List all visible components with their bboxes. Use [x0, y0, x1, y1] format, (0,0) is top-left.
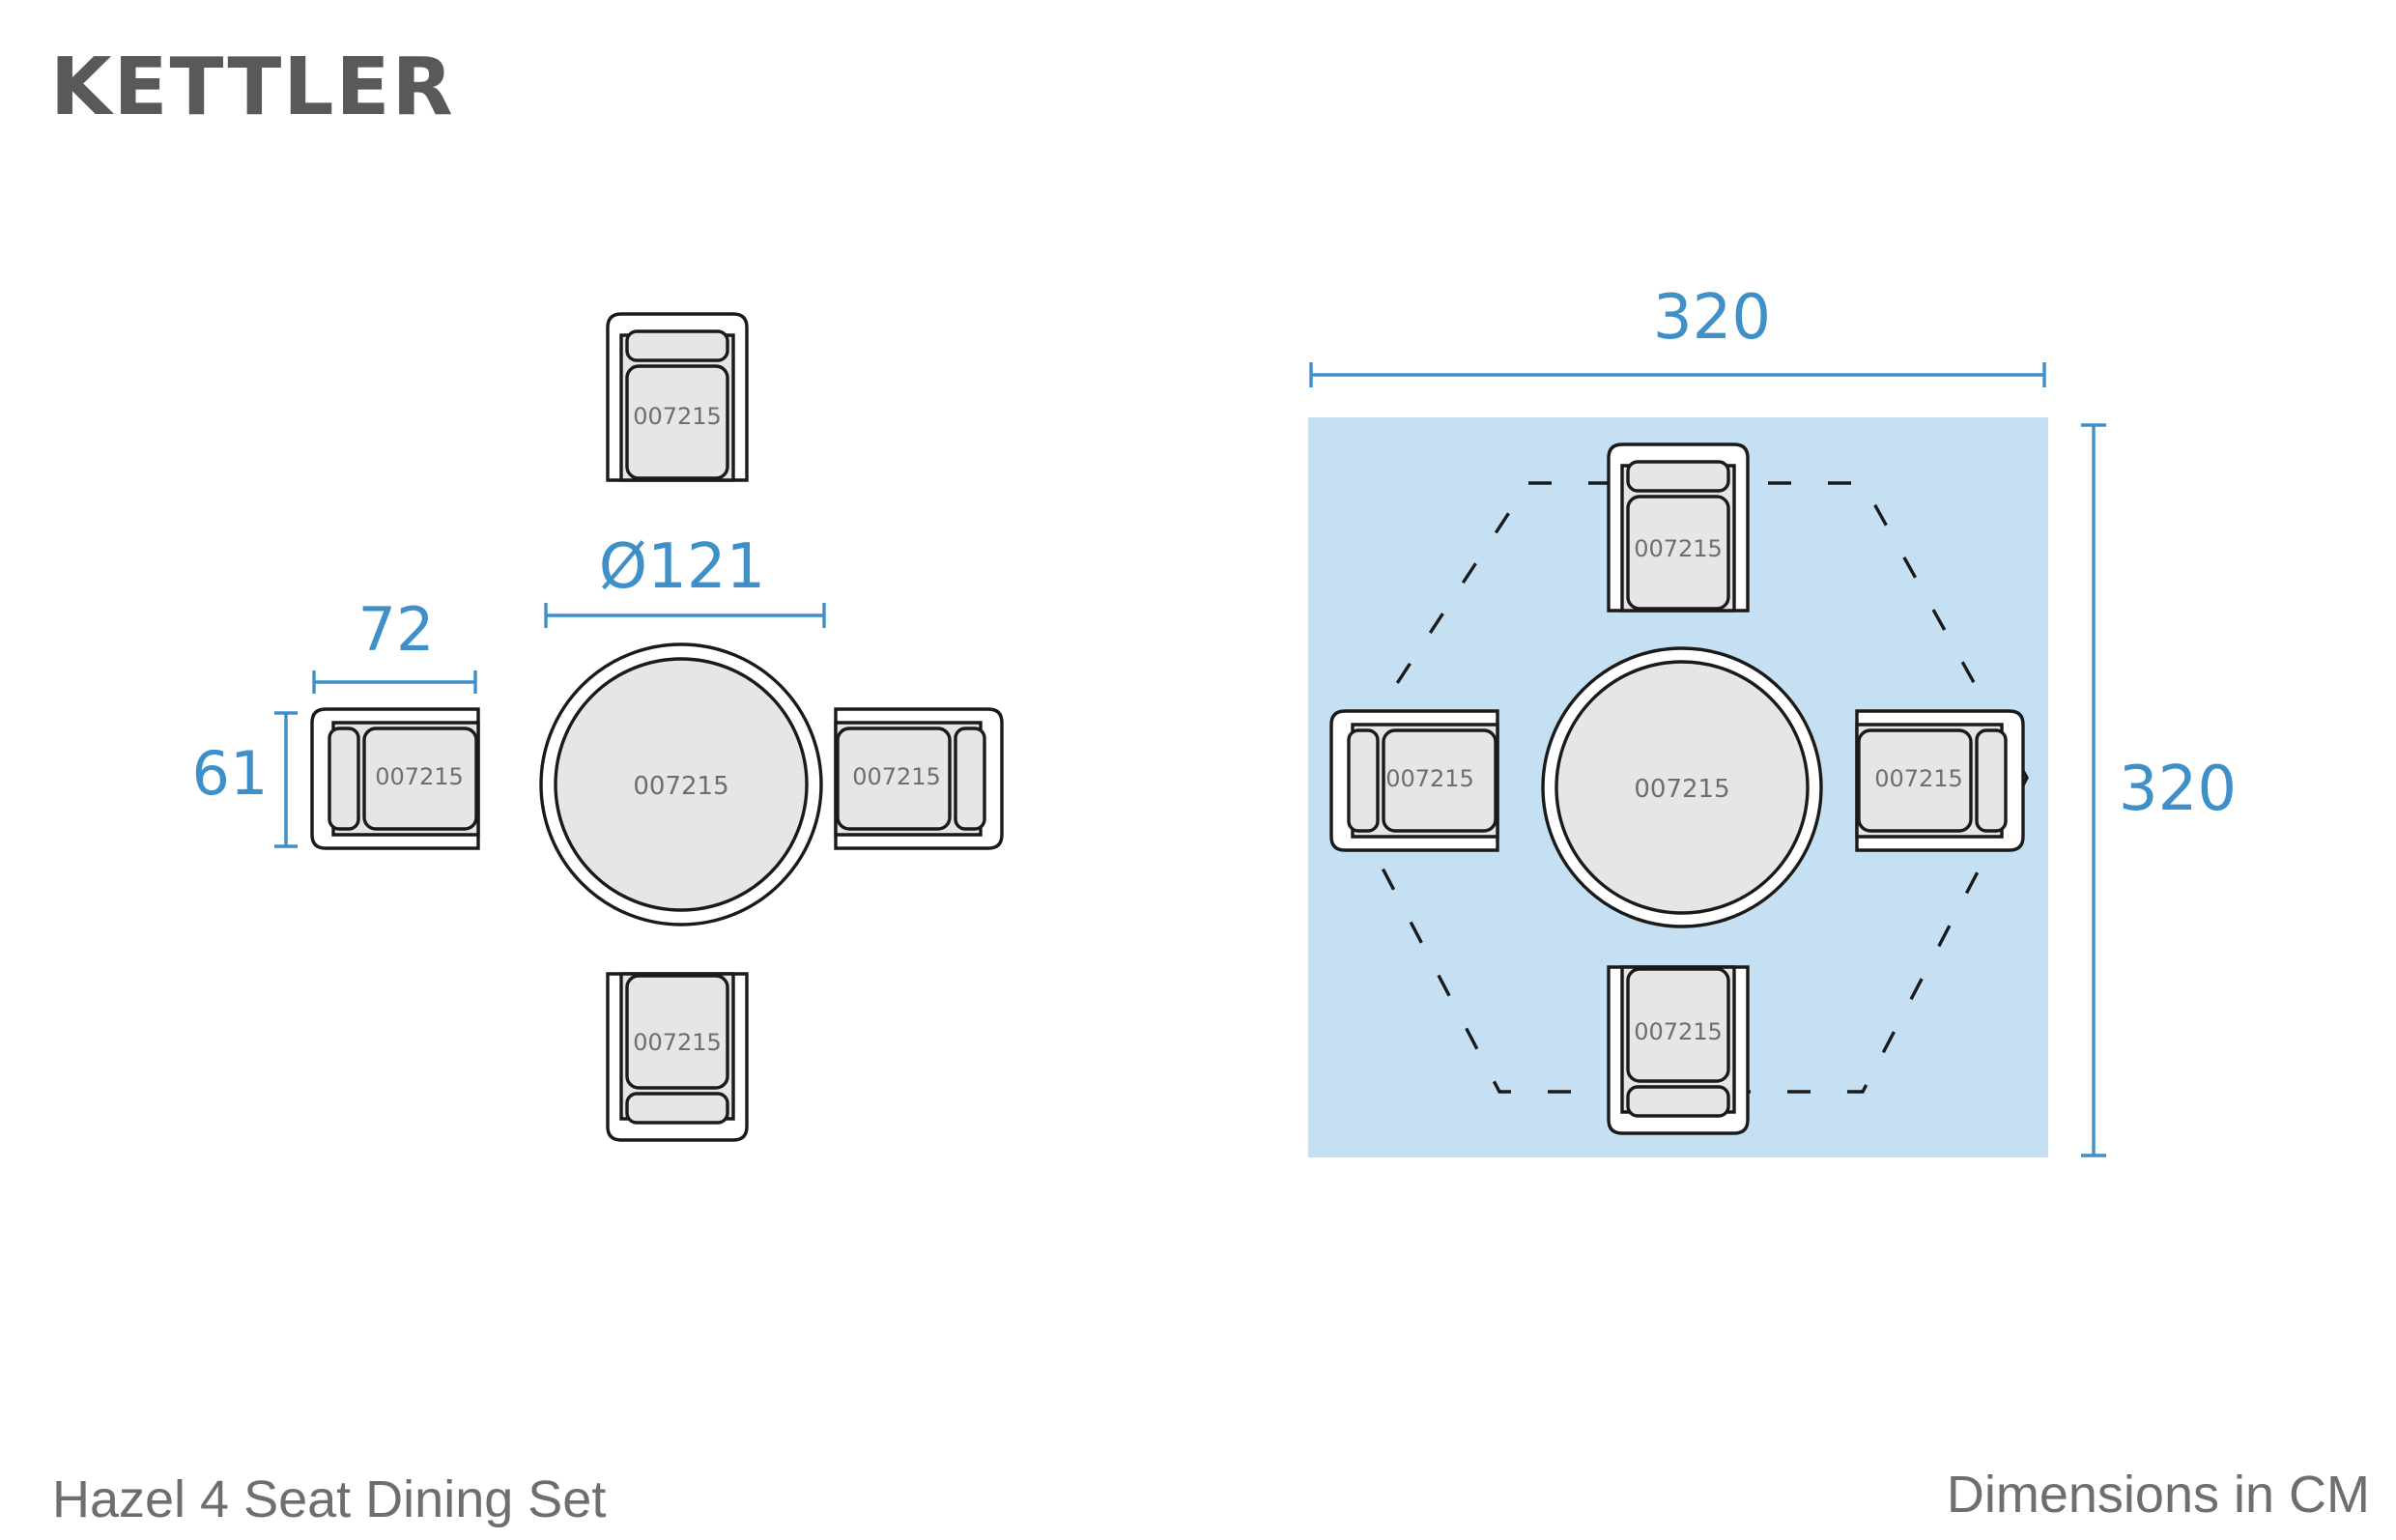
units-note: Dimensions in CM [1947, 1466, 2370, 1524]
footprint-table: 007215 [1541, 646, 1823, 928]
layout-top-view: 007215 007215 007215 007215 [192, 312, 1004, 1142]
chair-top: 007215 [606, 312, 749, 482]
footprint-chair-top: 007215 [1607, 442, 1750, 613]
chair-bottom [606, 972, 749, 1142]
kettler-logo: KETTLER [50, 42, 455, 133]
chair-depth-label: 61 [192, 738, 269, 809]
footprint-chair-bottom [1607, 965, 1750, 1135]
footprint-depth-label: 320 [2119, 754, 2237, 825]
chair-right [834, 707, 1004, 850]
table: 007215 [539, 642, 823, 927]
footprint-chair-right [1855, 709, 2025, 852]
table-diameter-label: Ø121 [599, 531, 766, 603]
footprint-table-product-code: 007215 [1634, 775, 1729, 804]
footprint-width-label: 320 [1653, 282, 1771, 354]
footprint-chair-top-product-code: 007215 [1634, 535, 1723, 562]
chair-left-product-code: 007215 [375, 763, 464, 790]
footprint-view: 007215 007215 007215 007215 [1308, 282, 2237, 1157]
table-diameter-dimension: Ø121 [544, 531, 826, 628]
product-name: Hazel 4 Seat Dining Set [52, 1470, 606, 1528]
chair-width-dimension: 72 [312, 594, 477, 694]
chair-left [310, 707, 480, 850]
footprint-depth-dimension: 320 [2081, 423, 2237, 1157]
table-product-code: 007215 [633, 772, 728, 801]
footprint-chair-left-product-code: 007215 [1385, 765, 1474, 792]
chair-depth-dimension: 61 [192, 711, 298, 848]
chair-width-label: 72 [358, 594, 435, 665]
chair-top-product-code: 007215 [633, 403, 722, 430]
footprint-chair-bottom-product-code: 007215 [1634, 1018, 1723, 1045]
chair-right-product-code: 007215 [852, 763, 941, 790]
footprint-chair-left [1329, 709, 1499, 852]
footprint-chair-right-product-code: 007215 [1874, 765, 1963, 792]
footprint-width-dimension: 320 [1309, 282, 2046, 387]
chair-bottom-product-code: 007215 [633, 1029, 722, 1056]
